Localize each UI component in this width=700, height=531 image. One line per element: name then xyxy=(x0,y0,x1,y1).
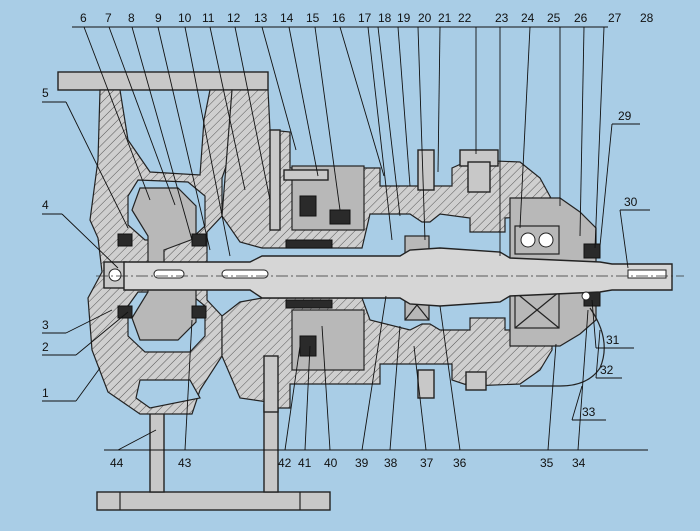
callout-35: 35 xyxy=(540,456,554,470)
casing-foot xyxy=(149,409,165,493)
callout-36: 36 xyxy=(453,456,467,470)
callout-37: 37 xyxy=(420,456,434,470)
callout-29: 29 xyxy=(618,109,632,123)
callout-18: 18 xyxy=(378,11,392,25)
callout-41: 41 xyxy=(298,456,312,470)
callout-11: 11 xyxy=(202,11,215,25)
bracket-foot xyxy=(263,404,279,493)
callout-33: 33 xyxy=(582,405,596,419)
pump-shaft xyxy=(123,247,673,307)
oil-seal xyxy=(583,243,601,259)
callout-38: 38 xyxy=(384,456,398,470)
lube-line xyxy=(520,307,605,387)
callout-27: 27 xyxy=(608,11,622,25)
base-plate xyxy=(96,491,331,511)
callout-16: 16 xyxy=(332,11,346,25)
callout-2: 2 xyxy=(42,340,49,354)
stud xyxy=(283,169,329,181)
drain-plug xyxy=(417,369,435,399)
callout-21: 21 xyxy=(438,11,452,25)
callout-42: 42 xyxy=(278,456,292,470)
callout-39: 39 xyxy=(355,456,369,470)
callout-43: 43 xyxy=(178,456,192,470)
callout-32: 32 xyxy=(600,363,614,377)
wear-ring-back xyxy=(117,305,133,319)
breather xyxy=(417,149,435,191)
callout-22: 22 xyxy=(458,11,472,25)
callout-1: 1 xyxy=(42,386,49,400)
leader-lines xyxy=(42,26,650,451)
callout-6: 6 xyxy=(80,11,87,25)
callout-7: 7 xyxy=(105,11,112,25)
callout-14: 14 xyxy=(280,11,294,25)
callout-13: 13 xyxy=(254,11,268,25)
callout-9: 9 xyxy=(155,11,162,25)
callout-labels: 6 7 8 9 10 11 12 13 14 15 16 17 18 19 20… xyxy=(42,11,654,470)
callout-20: 20 xyxy=(418,11,432,25)
wear-ring-front xyxy=(117,233,133,247)
callout-8: 8 xyxy=(128,11,135,25)
callout-28: 28 xyxy=(640,11,654,25)
callout-19: 19 xyxy=(397,11,411,25)
gland-bolt xyxy=(269,129,281,231)
callout-24: 24 xyxy=(521,11,535,25)
callout-17: 17 xyxy=(358,11,372,25)
callout-12: 12 xyxy=(227,11,241,25)
callout-40: 40 xyxy=(324,456,338,470)
callout-44: 44 xyxy=(110,456,124,470)
callout-15: 15 xyxy=(306,11,320,25)
callout-30: 30 xyxy=(624,195,638,209)
callout-23: 23 xyxy=(495,11,509,25)
callout-31: 31 xyxy=(606,333,620,347)
callout-10: 10 xyxy=(178,11,192,25)
discharge-flange xyxy=(57,71,269,91)
callout-34: 34 xyxy=(572,456,586,470)
callout-4: 4 xyxy=(42,198,49,212)
callout-3: 3 xyxy=(42,318,49,332)
callout-26: 26 xyxy=(574,11,588,25)
callout-25: 25 xyxy=(547,11,561,25)
callout-5: 5 xyxy=(42,86,49,100)
pump-drawing xyxy=(57,71,684,511)
